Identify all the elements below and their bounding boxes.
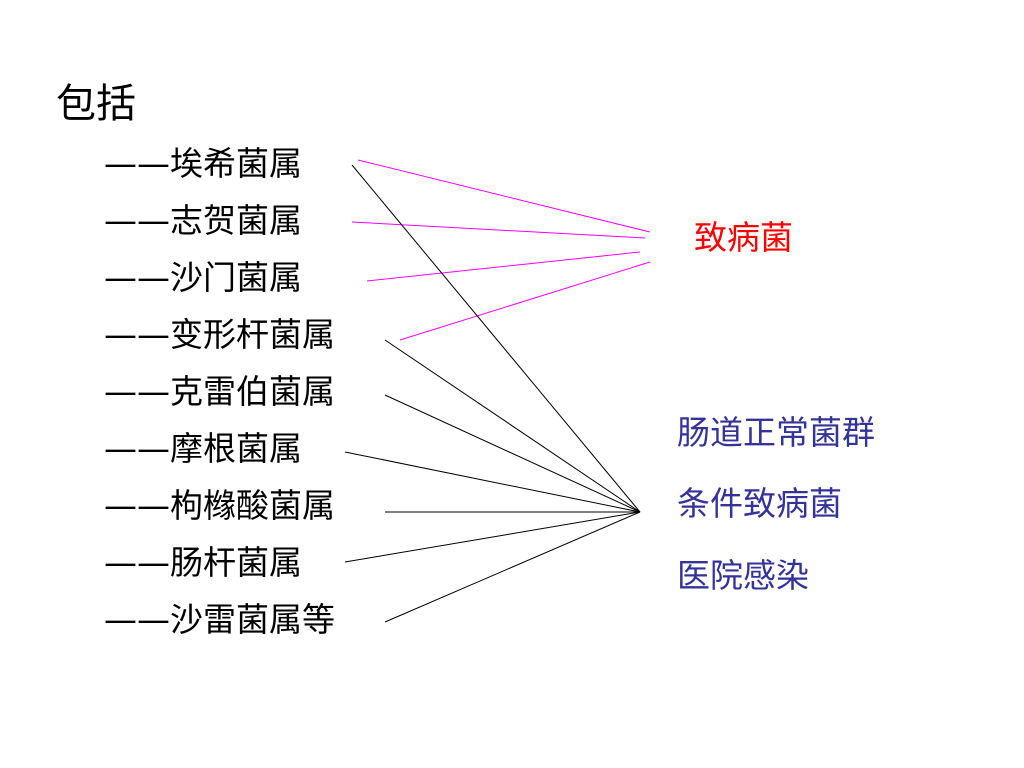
link-shigella-to-pathogen	[351, 221, 646, 239]
link-escherichia-to-pathogen	[357, 159, 651, 233]
link-escherichia-to-flora	[351, 164, 641, 513]
genus-escherichia: ——埃希菌属	[104, 144, 302, 183]
link-morganella-to-flora	[344, 451, 641, 513]
link-salmonella-to-pathogen	[366, 251, 641, 282]
genus-klebsiella: ——克雷伯菌属	[104, 372, 335, 411]
link-enterobacter-to-flora	[344, 511, 641, 563]
genus-morganella: ——摩根菌属	[104, 429, 302, 468]
label-opportunistic-pathogen: 条件致病菌	[677, 484, 842, 523]
genus-citrobacter: ——枸橼酸菌属	[104, 486, 335, 525]
link-klebsiella-to-flora	[384, 394, 641, 513]
link-proteus-to-flora	[384, 339, 641, 513]
genus-serratia: ——沙雷菌属等	[104, 600, 335, 639]
label-pathogen: 致病菌	[694, 218, 793, 257]
genus-salmonella: ——沙门菌属	[104, 258, 302, 297]
genus-proteus: ——变形杆菌属	[104, 315, 335, 354]
label-normal-flora: 肠道正常菌群	[677, 413, 875, 452]
genus-shigella: ——志贺菌属	[104, 201, 302, 240]
link-proteus-to-pathogen	[399, 261, 651, 341]
link-serratia-to-flora	[384, 511, 641, 623]
label-hospital-infection: 医院感染	[677, 556, 809, 595]
genus-enterobacter: ——肠杆菌属	[104, 543, 302, 582]
heading-include: 包括	[56, 81, 136, 127]
